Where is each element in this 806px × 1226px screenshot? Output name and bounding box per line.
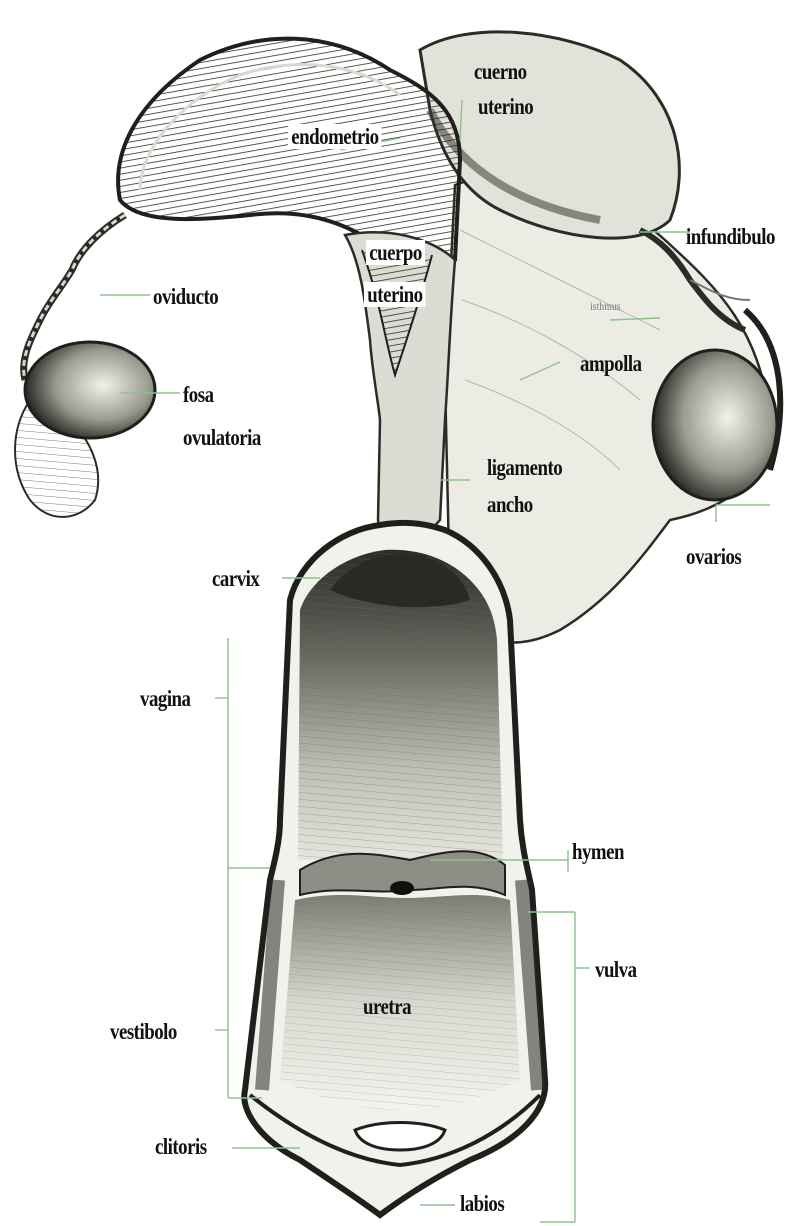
label-infundibulo: infundibulo: [686, 225, 775, 248]
left-uterine-horn: [118, 39, 460, 269]
label-cuerno-uterino-line2: uterino: [478, 95, 533, 118]
label-vagina: vagina: [140, 687, 191, 710]
label-clitoris: clitoris: [155, 1135, 207, 1158]
label-ovarios: ovarios: [686, 545, 741, 568]
label-vulva: vulva: [595, 958, 637, 981]
label-hymen: hymen: [572, 840, 624, 863]
label-uretra: uretra: [363, 995, 411, 1018]
label-isthmus: isthmus: [590, 300, 621, 312]
left-ovary: [25, 342, 155, 438]
label-endometrio: endometrio: [288, 124, 382, 149]
right-ovary: [653, 350, 777, 500]
label-vestibolo: vestibolo: [110, 1020, 177, 1043]
label-labios: labios: [460, 1192, 504, 1215]
label-fosa-ovulatoria-line1: fosa: [183, 383, 214, 406]
label-ligamento-ancho-line1: ligamento: [487, 456, 562, 479]
label-oviducto: oviducto: [153, 285, 218, 308]
label-ampolla: ampolla: [580, 352, 642, 375]
label-cuerpo-uterino-line1: cuerpo: [366, 240, 425, 265]
label-fosa-ovulatoria-line2: ovulatoria: [183, 426, 261, 449]
label-cuerpo-uterino-line2: uterino: [364, 282, 426, 307]
label-cuerno-uterino-line1: cuerno: [474, 60, 527, 83]
label-carvix: carvix: [212, 567, 259, 590]
label-ligamento-ancho-line2: ancho: [487, 493, 533, 516]
